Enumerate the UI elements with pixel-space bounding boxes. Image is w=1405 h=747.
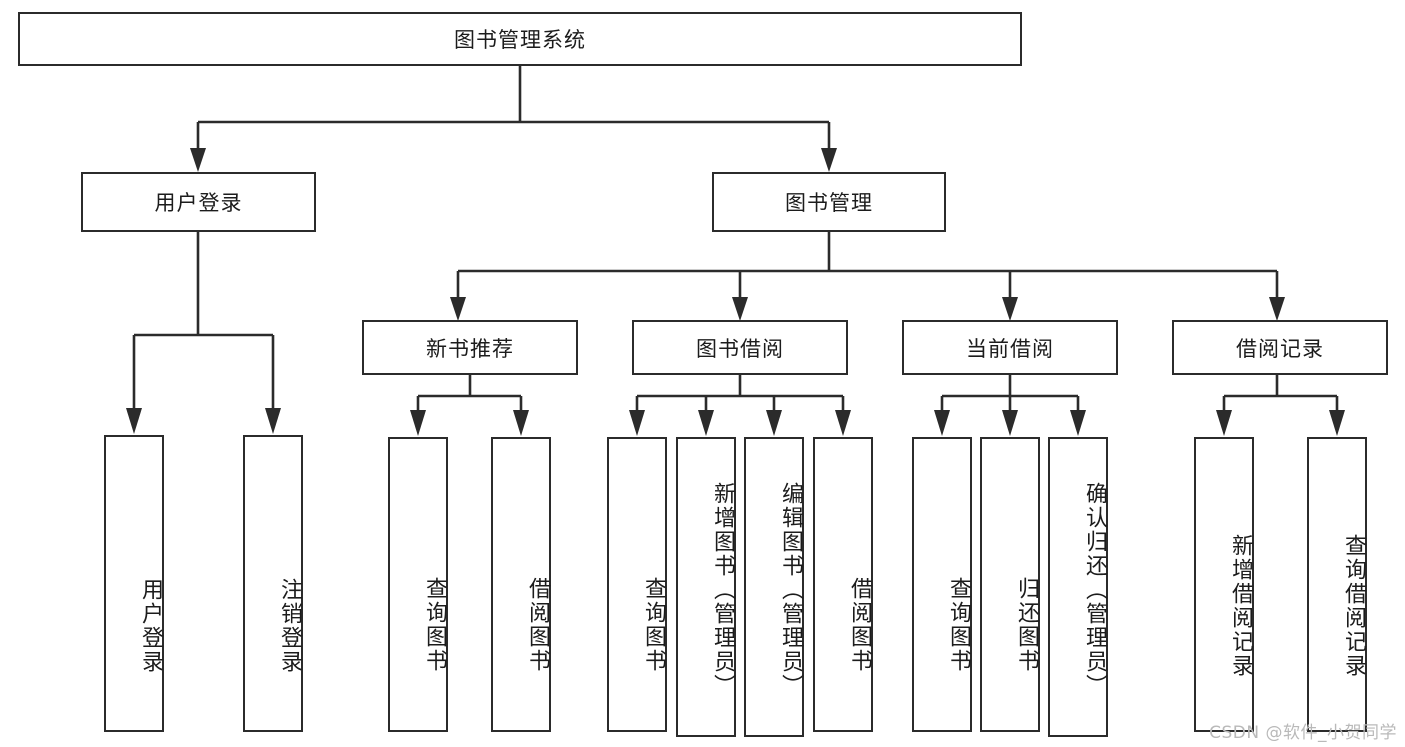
node-leaf-return-book-label: 归还图书 — [1014, 576, 1039, 673]
node-leaf-borrow-book-1-label: 借阅图书 — [525, 576, 550, 673]
node-leaf-confirm-return[interactable]: 确认归还（管理员） — [1048, 437, 1108, 737]
node-leaf-add-book-label: 新增图书（管理员） — [710, 482, 735, 698]
node-borrow-record[interactable]: 借阅记录 — [1172, 320, 1388, 375]
node-current-borrow-label: 当前借阅 — [966, 336, 1054, 361]
node-leaf-query-record[interactable]: 查询借阅记录 — [1307, 437, 1367, 732]
node-leaf-query-book-2[interactable]: 查询图书 — [607, 437, 667, 732]
node-leaf-user-login-label: 用户登录 — [138, 578, 163, 674]
node-leaf-query-record-label: 查询借阅记录 — [1341, 533, 1366, 678]
node-leaf-confirm-return-label: 确认归还（管理员） — [1082, 482, 1107, 698]
node-book-manage[interactable]: 图书管理 — [712, 172, 946, 232]
node-book-manage-label: 图书管理 — [785, 191, 873, 215]
node-new-book-rec-label: 新书推荐 — [426, 336, 514, 361]
node-leaf-query-book-1-label: 查询图书 — [422, 576, 447, 673]
node-leaf-edit-book-label: 编辑图书（管理员） — [778, 482, 803, 698]
node-current-borrow[interactable]: 当前借阅 — [902, 320, 1118, 375]
node-leaf-logout[interactable]: 注销登录 — [243, 435, 303, 732]
node-user-login-label: 用户登录 — [154, 191, 243, 215]
node-leaf-user-login[interactable]: 用户登录 — [104, 435, 164, 732]
node-leaf-add-record-label: 新增借阅记录 — [1228, 533, 1253, 678]
node-leaf-add-record[interactable]: 新增借阅记录 — [1194, 437, 1254, 732]
node-leaf-borrow-book-2[interactable]: 借阅图书 — [813, 437, 873, 732]
node-book-borrow[interactable]: 图书借阅 — [632, 320, 848, 375]
node-leaf-query-book-1[interactable]: 查询图书 — [388, 437, 448, 732]
arrowheads — [126, 148, 1345, 436]
node-leaf-edit-book[interactable]: 编辑图书（管理员） — [744, 437, 804, 737]
node-leaf-return-book[interactable]: 归还图书 — [980, 437, 1040, 732]
node-leaf-add-book[interactable]: 新增图书（管理员） — [676, 437, 736, 737]
node-borrow-record-label: 借阅记录 — [1236, 336, 1324, 361]
node-leaf-logout-label: 注销登录 — [277, 578, 302, 674]
node-book-borrow-label: 图书借阅 — [696, 336, 784, 361]
node-leaf-borrow-book-1[interactable]: 借阅图书 — [491, 437, 551, 732]
node-root[interactable]: 图书管理系统 — [18, 12, 1022, 66]
node-user-login[interactable]: 用户登录 — [81, 172, 316, 232]
node-new-book-rec[interactable]: 新书推荐 — [362, 320, 578, 375]
node-leaf-query-book-3-label: 查询图书 — [946, 576, 971, 673]
node-leaf-query-book-2-label: 查询图书 — [641, 576, 666, 673]
node-leaf-query-book-3[interactable]: 查询图书 — [912, 437, 972, 732]
node-root-label: 图书管理系统 — [454, 28, 586, 52]
node-leaf-borrow-book-2-label: 借阅图书 — [847, 576, 872, 673]
